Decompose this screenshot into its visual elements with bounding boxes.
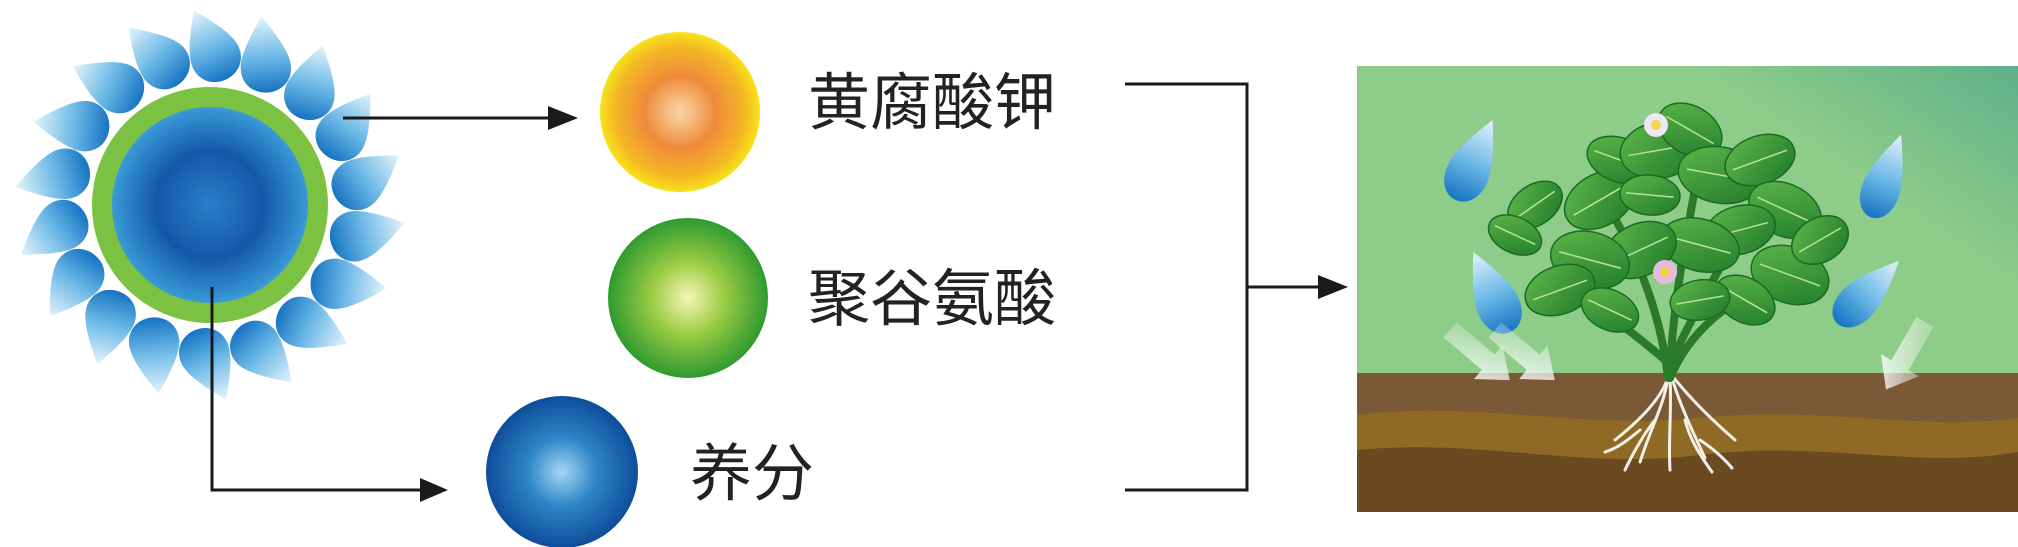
inflow-arrow-1 [1443, 322, 1510, 381]
ring-droplet-16 [31, 96, 112, 154]
ring-droplet-7 [308, 256, 389, 314]
leaf-vein-9 [1668, 235, 1732, 255]
leaf-vein-15 [1759, 263, 1821, 287]
arrowhead-nutrient [420, 478, 448, 502]
ring-droplet-6 [324, 198, 411, 267]
leaf-vein-6 [1732, 149, 1788, 171]
flower-middle [1653, 260, 1677, 284]
soil-bottom [1357, 447, 2018, 512]
leaf-vein-13 [1514, 190, 1556, 220]
ring-droplet-15 [9, 143, 96, 212]
inflow-arrow-2 [1488, 322, 1555, 381]
plant-scene [1357, 66, 2018, 512]
leaf-vein-7 [1757, 196, 1813, 224]
plant-roots [1603, 376, 1737, 474]
leaf-vein-17 [1722, 286, 1768, 314]
nutrient-sphere [486, 396, 638, 547]
core-sphere [92, 87, 328, 323]
inflow-arrow-3 [1880, 317, 1934, 390]
ring-droplet-11 [126, 315, 184, 396]
leaf-vein-4 [1666, 115, 1714, 145]
leaf-vein-12 [1532, 279, 1588, 301]
leaf-vein-19 [1587, 299, 1633, 321]
leaf-vein-1 [1573, 184, 1627, 216]
leaf-vein-18 [1676, 295, 1724, 305]
leaf-vein-11 [1558, 250, 1622, 270]
label-nutrient: 养分 [690, 437, 814, 510]
connector-arrow-to-nutrient [210, 287, 425, 492]
leaf-vein-20 [1626, 192, 1674, 198]
flower-top [1644, 113, 1668, 137]
humic-sphere [600, 32, 760, 192]
label-humic: 黄腐酸钾 [808, 66, 1056, 139]
arrowhead-to-plant [1318, 275, 1348, 299]
glutamic-sphere [608, 218, 768, 378]
arrowhead-humic [548, 106, 578, 130]
plant-leaves [1487, 102, 1849, 333]
soil-band [1357, 410, 2018, 460]
leaf-vein-14 [1494, 224, 1536, 246]
merge-bracket [1125, 82, 1320, 492]
ring-droplet-2 [236, 14, 294, 95]
leaf-vein-16 [1798, 227, 1842, 253]
label-glutamic: 聚谷氨酸 [808, 262, 1056, 335]
